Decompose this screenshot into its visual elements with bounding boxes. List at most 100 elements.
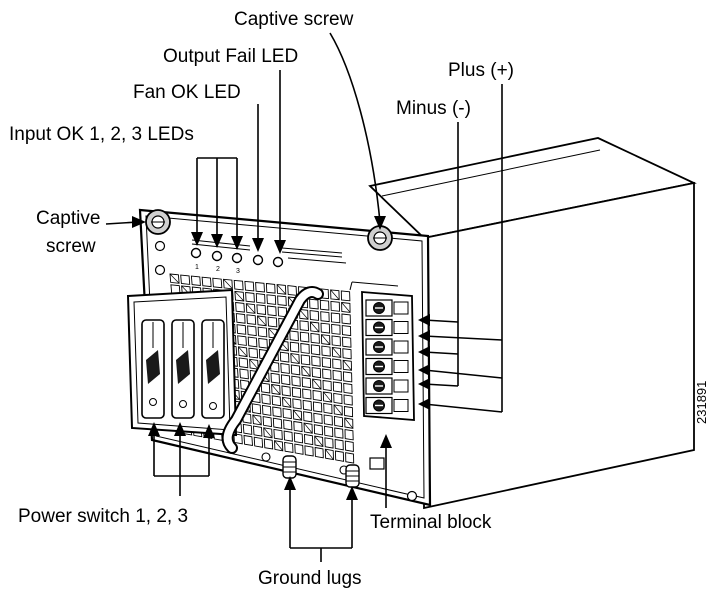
vent-shadow bbox=[246, 303, 256, 314]
captive-screw-left bbox=[145, 209, 171, 235]
vent-shadow bbox=[324, 449, 334, 460]
vent-cell bbox=[253, 425, 263, 437]
vent-cell bbox=[343, 405, 354, 418]
terminal-block bbox=[349, 281, 415, 421]
vent-cell bbox=[280, 374, 291, 386]
vent-shadow bbox=[276, 284, 287, 295]
vent-shadow bbox=[223, 279, 233, 289]
vent-cell bbox=[299, 331, 310, 343]
vent-shadow bbox=[263, 427, 273, 439]
vent-cell bbox=[319, 299, 330, 311]
labels: Captive screw Output Fail LED Plus (+) F… bbox=[9, 9, 709, 589]
vent-shadow bbox=[257, 315, 267, 326]
vent-cell bbox=[284, 441, 294, 454]
captive-screw-right bbox=[367, 225, 393, 251]
vent-shadow bbox=[330, 289, 340, 300]
vent-cell bbox=[322, 368, 332, 380]
vent-cell bbox=[260, 382, 271, 394]
vent-cell bbox=[342, 348, 352, 360]
vent-shadow bbox=[293, 409, 302, 421]
vent-cell bbox=[283, 430, 293, 442]
vent-cell bbox=[267, 305, 277, 317]
input-ok-led-2 bbox=[211, 250, 223, 262]
vent-cell bbox=[243, 434, 253, 447]
vent-cell bbox=[343, 382, 353, 395]
vent-cell bbox=[323, 414, 333, 426]
vent-cell bbox=[244, 280, 255, 292]
vent-shadow bbox=[271, 384, 281, 395]
vent-cell bbox=[246, 314, 257, 325]
vent-cell bbox=[271, 395, 282, 407]
power-switch-block bbox=[126, 288, 238, 437]
vent-cell bbox=[291, 386, 302, 399]
vent-cell bbox=[266, 294, 277, 305]
chassis-side bbox=[423, 181, 695, 510]
vent-cell bbox=[236, 324, 247, 335]
vent-cell bbox=[253, 436, 264, 448]
vent-cell bbox=[255, 293, 266, 304]
vent-cell bbox=[257, 326, 268, 338]
vent-cell bbox=[290, 364, 301, 376]
vent-cell bbox=[190, 275, 201, 287]
vent-cell bbox=[283, 419, 293, 431]
vent-cell bbox=[233, 279, 244, 291]
vent-cell bbox=[342, 336, 352, 348]
vent-cell bbox=[333, 392, 343, 405]
vent-cell bbox=[291, 375, 301, 387]
vent-cell bbox=[321, 357, 332, 369]
vent-cell bbox=[302, 399, 312, 411]
vent-cell bbox=[334, 427, 344, 439]
vent-cell bbox=[248, 347, 259, 359]
terminal-tab bbox=[393, 340, 409, 354]
output-fail-led bbox=[272, 256, 284, 268]
vent-cell bbox=[304, 445, 314, 457]
vent-cell bbox=[247, 336, 258, 348]
label-terminal-block: Terminal block bbox=[370, 512, 492, 533]
vent-cell bbox=[251, 403, 262, 415]
vent-cell bbox=[293, 432, 304, 444]
vent-cell bbox=[331, 323, 341, 335]
vent-cell bbox=[237, 335, 247, 346]
vent-cell bbox=[333, 415, 344, 428]
vent-shadow bbox=[310, 321, 320, 333]
vent-shadow bbox=[314, 435, 324, 447]
vent-cell bbox=[334, 438, 344, 451]
label-power-switch: Power switch 1, 2, 3 bbox=[18, 506, 188, 527]
vent-cell bbox=[320, 311, 330, 323]
vent-shadow bbox=[238, 346, 248, 357]
vent-cell bbox=[272, 417, 283, 429]
vent-cell bbox=[300, 354, 311, 366]
terminal-tab bbox=[393, 379, 409, 393]
vent-cell bbox=[344, 429, 354, 441]
vent-cell bbox=[267, 316, 278, 328]
handle bbox=[221, 286, 324, 454]
label-fan-ok-led: Fan OK LED bbox=[133, 82, 241, 103]
vent-cell bbox=[238, 357, 249, 369]
vent-cell bbox=[212, 277, 223, 289]
label-captive-screw-left-1: Captive bbox=[36, 208, 100, 229]
vent-cell bbox=[281, 385, 291, 397]
vent-cell bbox=[330, 312, 341, 324]
vent-cell bbox=[310, 344, 321, 356]
terminal-tab bbox=[393, 399, 409, 412]
vent-cell bbox=[180, 274, 191, 285]
label-output-fail-led: Output Fail LED bbox=[163, 46, 298, 67]
label-input-ok-leds: Input OK 1, 2, 3 LEDs bbox=[9, 124, 194, 145]
ground-lug-left bbox=[282, 455, 297, 479]
vent-cell bbox=[292, 398, 302, 410]
vent-cell bbox=[201, 276, 212, 288]
vent-cell bbox=[330, 300, 340, 312]
terminal-tab bbox=[393, 321, 409, 334]
vent-shadow bbox=[332, 347, 342, 358]
vent-cell bbox=[341, 313, 351, 325]
input-ok-led-3 bbox=[231, 252, 243, 264]
vent-cell bbox=[301, 377, 312, 389]
vent-cell bbox=[302, 388, 312, 400]
label-plus: Plus (+) bbox=[448, 60, 514, 81]
vent-cell bbox=[311, 367, 322, 379]
led-panel: 1 2 3 bbox=[190, 239, 347, 275]
power-switch-3 bbox=[201, 319, 225, 419]
vent-cell bbox=[280, 362, 290, 374]
input-ok-led-1 bbox=[190, 247, 202, 259]
